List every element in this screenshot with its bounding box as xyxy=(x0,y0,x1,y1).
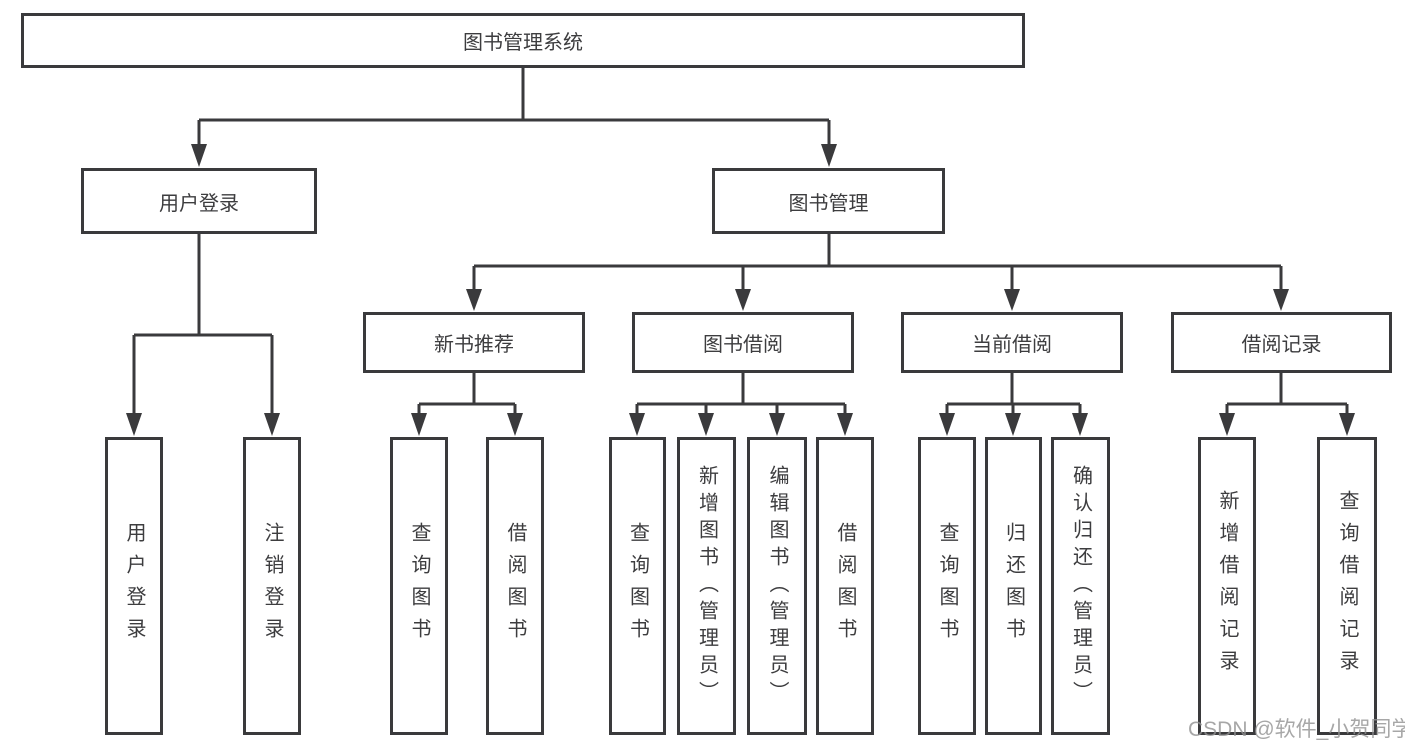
node-label: 新增借阅记录 xyxy=(1216,490,1238,682)
watermark: CSDN @软件_小贺同学 xyxy=(1188,718,1405,741)
node-label: 当前借阅 xyxy=(972,334,1052,356)
node-label: 用户登录 xyxy=(159,192,239,215)
leaf-return-books: 归还图书 xyxy=(985,437,1042,735)
leaf-edit-books-admin: 编辑图书（管理员） xyxy=(747,437,807,735)
node-book-borrowing: 图书借阅 xyxy=(632,312,854,373)
leaf-borrow-books-recommend: 借阅图书 xyxy=(486,437,544,735)
node-label: 编辑图书（管理员） xyxy=(766,464,788,708)
node-label: 借阅记录 xyxy=(1241,334,1322,356)
node-label: 图书管理系统 xyxy=(463,32,583,54)
node-new-book-recommendation: 新书推荐 xyxy=(363,312,585,373)
node-label: 查询图书 xyxy=(626,522,649,650)
node-label: 查询图书 xyxy=(936,522,958,650)
node-book-management: 图书管理 xyxy=(712,168,945,234)
node-borrowing-records: 借阅记录 xyxy=(1171,312,1392,373)
arrowhead-icons xyxy=(126,144,1355,436)
leaf-borrow-books-borrowing: 借阅图书 xyxy=(816,437,874,735)
leaf-logout: 注销登录 xyxy=(243,437,301,735)
node-label: 新增图书（管理员） xyxy=(695,464,718,708)
leaf-query-books-recommend: 查询图书 xyxy=(390,437,448,735)
leaf-query-books-current: 查询图书 xyxy=(918,437,976,735)
node-label: 用户登录 xyxy=(123,522,145,650)
node-label: 查询借阅记录 xyxy=(1336,490,1358,682)
leaf-confirm-return-admin: 确认归还（管理员） xyxy=(1051,437,1110,735)
node-label: 确认归还（管理员） xyxy=(1069,464,1092,708)
node-label: 新书推荐 xyxy=(434,334,514,356)
leaf-query-borrow-record: 查询借阅记录 xyxy=(1317,437,1377,735)
node-user-login: 用户登录 xyxy=(81,168,317,234)
node-label: 借阅图书 xyxy=(504,522,526,650)
leaf-add-borrow-record: 新增借阅记录 xyxy=(1198,437,1256,735)
node-current-borrowing: 当前借阅 xyxy=(901,312,1123,373)
node-label: 归还图书 xyxy=(1002,522,1025,650)
node-label: 图书借阅 xyxy=(703,334,783,356)
leaf-query-books-borrowing: 查询图书 xyxy=(609,437,666,735)
node-label: 查询图书 xyxy=(408,522,430,650)
node-label: 图书管理 xyxy=(788,192,869,215)
leaf-user-login: 用户登录 xyxy=(105,437,163,735)
node-label: 注销登录 xyxy=(261,522,283,650)
leaf-add-books-admin: 新增图书（管理员） xyxy=(677,437,736,735)
node-root: 图书管理系统 xyxy=(21,13,1025,68)
node-label: 借阅图书 xyxy=(834,522,856,650)
